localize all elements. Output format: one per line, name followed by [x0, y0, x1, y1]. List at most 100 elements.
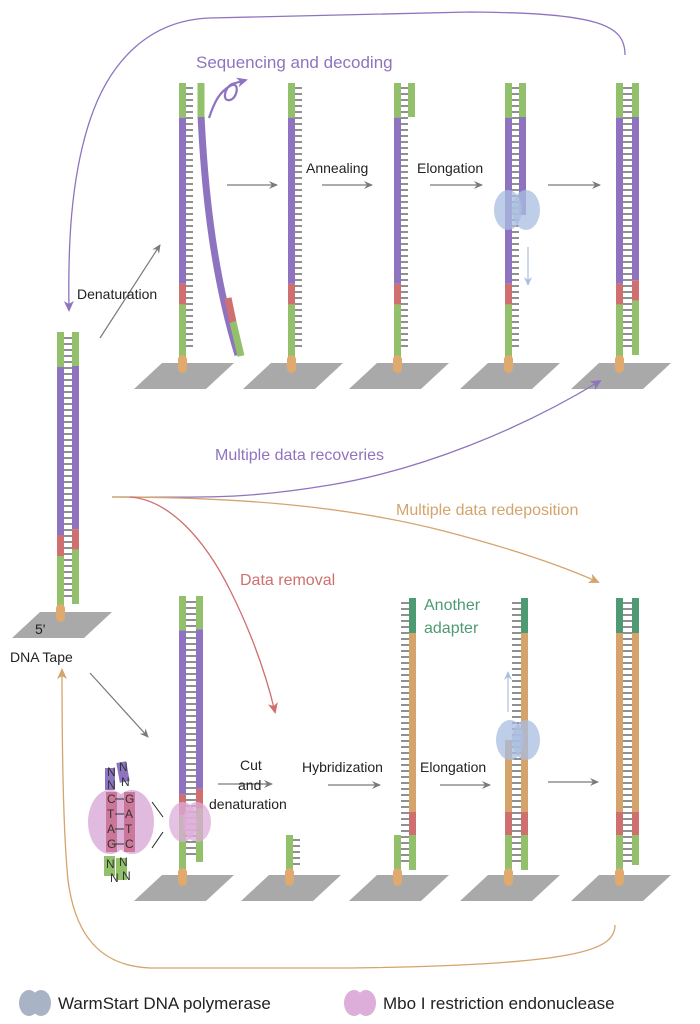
base-letter: C [125, 837, 134, 851]
adapter-segment [72, 549, 79, 604]
anchor-5prime [615, 355, 624, 373]
new-adapter-segment [521, 598, 528, 633]
cut-site-segment [196, 788, 203, 809]
legend: WarmStart DNA polymerase Mbo I restricti… [19, 990, 615, 1016]
legend-label-endonuclease: Mbo I restriction endonuclease [383, 994, 615, 1013]
data-segment [616, 117, 623, 284]
base-letter: T [125, 822, 133, 836]
sequencing-loop-arrow [63, 11, 626, 312]
recovery-arrow [111, 379, 602, 498]
anchor-5prime [393, 355, 402, 373]
tape-to-cut-arrow [89, 672, 149, 738]
data-segment [179, 630, 186, 795]
adapter-segment [394, 304, 401, 360]
anchor-5prime [178, 868, 187, 886]
tape-platform [134, 875, 234, 901]
another-adapter-label-1: Another [424, 597, 481, 614]
legend-item-endonuclease: Mbo I restriction endonuclease [344, 990, 615, 1016]
base-letter: G [107, 837, 116, 851]
base-letter: C [107, 792, 116, 806]
tape-platform [571, 875, 671, 901]
cut-site-segment [409, 812, 416, 835]
base-pair-rungs [623, 602, 632, 862]
stub-adapter [394, 835, 401, 870]
adapter-segment [409, 835, 416, 870]
new-strand-segment [519, 117, 526, 215]
anchor-5prime [393, 868, 402, 886]
anchor-5prime [285, 868, 294, 886]
tape-platform [349, 875, 449, 901]
sequencing-label: Sequencing and decoding [196, 53, 393, 72]
base-letter: N [107, 765, 116, 779]
adapter-segment [179, 596, 186, 631]
adapter-segment [505, 835, 512, 870]
base-pair-rungs [295, 87, 302, 347]
recognition-strand-left [106, 792, 117, 852]
zoom-line [151, 831, 164, 849]
data-segment [72, 366, 79, 530]
adapter-segment [632, 300, 639, 355]
adapter-segment [57, 556, 64, 612]
new-adapter-segment [409, 598, 416, 633]
data-segment [196, 629, 203, 789]
primer-segment [408, 83, 415, 117]
base-pair-rungs [293, 839, 300, 865]
tape-platform [241, 875, 341, 901]
base-letter: T [107, 807, 115, 821]
base-pair-rungs [623, 87, 632, 347]
anchor-5prime [504, 355, 513, 373]
hybridization-label: Hybridization [302, 759, 383, 775]
another-adapter-label-2: adapter [424, 620, 479, 637]
growing-strand [505, 740, 512, 812]
overhang-purple [105, 768, 115, 790]
base-letter: G [125, 792, 134, 806]
anchor-5prime [56, 604, 65, 622]
data-segment [632, 633, 639, 812]
adapter-segment [179, 304, 186, 360]
elongation-bottom-label: Elongation [420, 759, 486, 775]
tape-platform [460, 363, 560, 389]
sequencing-curl-arrow [207, 77, 248, 119]
data-segment [179, 117, 186, 284]
base-letter: N [107, 778, 116, 792]
adapter-segment [179, 815, 186, 870]
cut-site-segment [72, 529, 79, 550]
base-letter: N [122, 869, 131, 883]
removal-arrow [129, 496, 278, 714]
anchor-5prime [287, 355, 296, 373]
displaced-cut-site [224, 297, 237, 323]
annealing-label: Annealing [306, 160, 368, 176]
cut-label-3: denaturation [209, 796, 287, 812]
adapter-segment [616, 83, 623, 118]
cut-site-segment [521, 812, 528, 835]
cut-label-2: and [238, 777, 261, 793]
base-letter: N [119, 855, 128, 869]
overhang-green [116, 858, 127, 880]
recoveries-label: Multiple data recoveries [215, 447, 384, 464]
adapter-segment [394, 83, 401, 118]
tape-platform [460, 875, 560, 901]
tape-platform [243, 363, 343, 389]
data-segment [394, 117, 401, 284]
redeposition-arrow [111, 496, 600, 583]
legend-label-polymerase: WarmStart DNA polymerase [58, 994, 271, 1013]
data-segment [632, 117, 639, 281]
anchor-5prime [178, 355, 187, 373]
redeposition-return-arrow [57, 668, 616, 969]
adapter-segment [288, 83, 295, 118]
data-segment [616, 633, 623, 812]
primer-segment [519, 83, 526, 117]
adapter-segment [616, 598, 623, 633]
adapter-segment [616, 304, 623, 360]
adapter-segment [179, 83, 186, 118]
base-pair-rungs [186, 87, 193, 347]
base-pair-rungs [64, 337, 72, 597]
anchor-5prime [504, 868, 513, 886]
base-letter: A [107, 822, 115, 836]
cut-site-segment [179, 283, 186, 305]
tape-platform [134, 363, 234, 389]
data-segment [288, 117, 295, 284]
data-segment [57, 367, 64, 535]
